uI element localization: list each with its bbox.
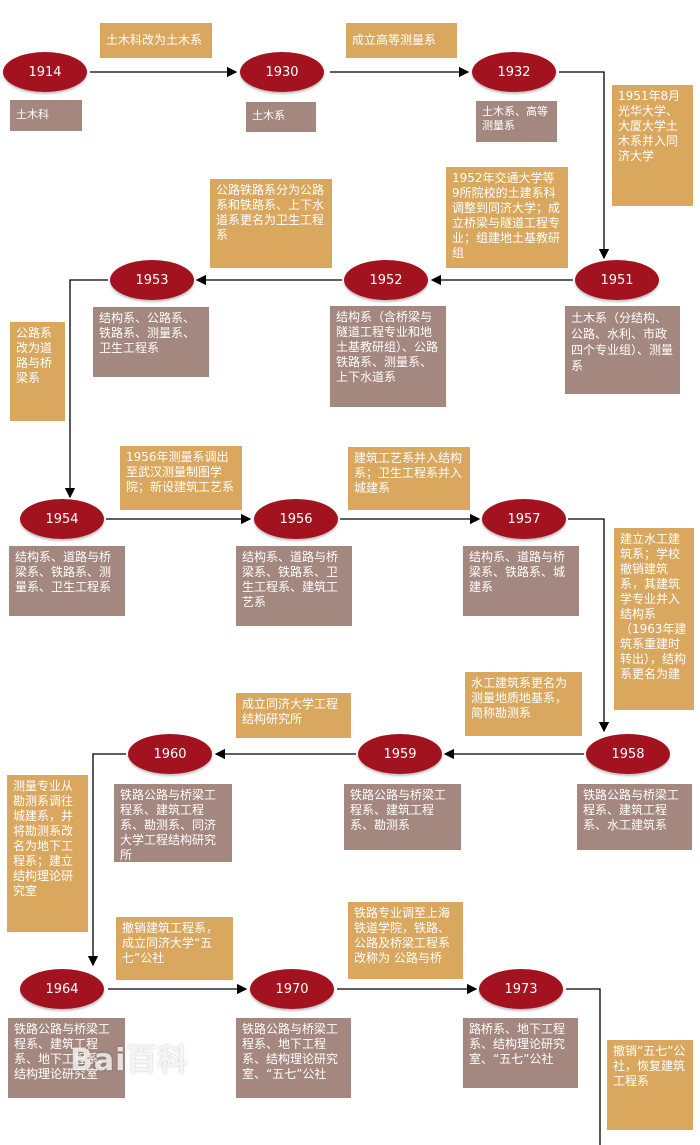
department-box: 路桥系、地下工程系、结构理论研究室、“五七”公社 [463, 1018, 578, 1088]
arrow [559, 71, 610, 260]
department-box: 土木系（分结构、公路、水利、市政四个专业组）、测量系 [565, 306, 680, 394]
year-node: 1930 [240, 52, 324, 92]
event-note: 铁路专业调至上海铁道学院，铁路、公路及桥梁工程系改称为 公路与桥 [348, 902, 463, 979]
department-box: 结构系、道路与桥梁系、铁路系、测量系、卫生工程系 [9, 546, 125, 616]
year-node: 1973 [479, 969, 563, 1009]
department-box: 结构系、公路系、铁路系、测量系、卫生工程系 [93, 307, 209, 377]
department-box: 土木系 [246, 102, 316, 132]
event-note: 1951年8月光华大学、大厦大学土木系并入同济大学 [612, 85, 693, 206]
department-box: 铁路公路与桥梁工程系、建筑工程系、地下工程系、结构理论研究室 [8, 1018, 125, 1098]
year-node: 1960 [128, 734, 212, 774]
event-note: 撤销建筑工程系，成立同济大学“五七”公社 [116, 917, 233, 980]
year-node: 1951 [575, 260, 659, 300]
watermark: Bai百科 [70, 1043, 189, 1078]
department-box: 铁路公路与桥梁工程系、地下工程系、结构理论研究室、“五七”公社 [236, 1018, 351, 1098]
department-box: 铁路公路与桥梁工程系、建筑工程系、水工建筑系 [577, 784, 692, 850]
arrow [64, 279, 108, 499]
arrow [568, 518, 610, 733]
year-node: 1914 [3, 52, 87, 92]
event-note: 测量专业从勘测系调往城建系，并将勘测系改名为地下工程系；建立结构理论研究室 [7, 775, 88, 932]
event-note: 建立水工建筑系；学校撤销建筑系，其建筑学专业并入结构系（1963年建筑系重建时转… [614, 528, 694, 710]
year-node: 1957 [482, 499, 566, 539]
year-node: 1958 [586, 734, 670, 774]
department-box: 结构系（含桥梁与隧道工程专业和地土基教研组）、公路铁路系、测量系、上下水道系 [330, 306, 446, 407]
event-note: 公路铁路系分为公路系和铁路系、上下水道系更名为卫生工程系 [210, 179, 332, 268]
event-note: 1952年交通大学等9所院校的土建系科调整到同济大学；成立桥梁与隧道工程专业；组… [446, 167, 568, 268]
event-note: 公路系改为道路与桥梁系 [10, 322, 65, 421]
event-note: 土木科改为土木系 [100, 23, 212, 58]
event-note: 水工建筑系更名为测量地质地基系，简称勘测系 [465, 672, 582, 736]
year-node: 1956 [254, 499, 338, 539]
department-box: 结构系、道路与桥梁系、铁路系、卫生工程系、建筑工艺系 [236, 546, 352, 626]
year-node: 1964 [20, 969, 104, 1009]
year-node: 1959 [358, 734, 442, 774]
department-box: 铁路公路与桥梁工程系、建筑工程系、勘测系、同济大学工程结构研究所 [114, 784, 232, 862]
event-note: 建筑工艺系并入结构系；卫生工程系并入城建系 [348, 447, 470, 510]
year-node: 1953 [110, 260, 194, 300]
event-note: 成立同济大学工程结构研究所 [236, 693, 351, 738]
event-note: 撤销“五七”公社，恢复建筑工程系 [607, 1040, 693, 1130]
department-box: 土木科 [10, 100, 82, 131]
year-node: 1954 [20, 499, 104, 539]
department-box: 土木系、高等测量系 [476, 101, 557, 142]
event-note: 成立高等测量系 [346, 23, 457, 58]
department-box: 铁路公路与桥梁工程系、建筑工程系、勘测系 [344, 784, 461, 850]
event-note: 1956年测量系调出至武汉测量制图学院；新设建筑工艺系 [120, 446, 242, 510]
year-node: 1932 [472, 52, 556, 92]
department-box: 结构系、道路与桥梁系、铁路系、城建系 [463, 546, 579, 616]
arrow [566, 988, 601, 1145]
arrow [87, 753, 126, 967]
year-node: 1952 [344, 260, 428, 300]
year-node: 1970 [250, 969, 334, 1009]
